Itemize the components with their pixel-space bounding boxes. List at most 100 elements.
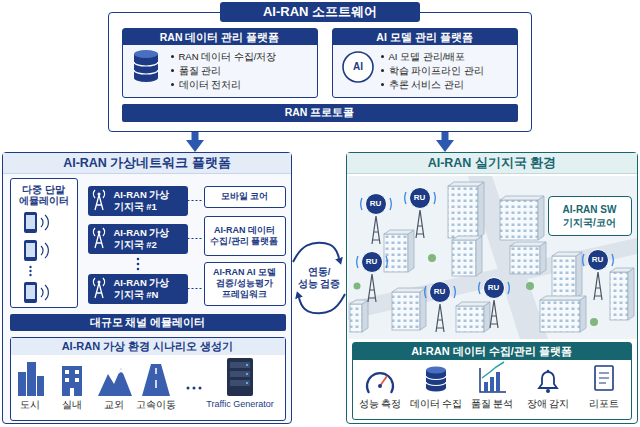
bs-text: AI-RAN 가상 기지국 #N	[114, 277, 185, 301]
city-ground	[348, 176, 637, 339]
label-holder: 장애 감지	[527, 398, 570, 409]
bell-icon	[546, 389, 550, 393]
channel-emulator-band: 대규모 채널 에뮬레이터	[10, 314, 286, 331]
connector-group	[188, 132, 446, 313]
tree	[354, 254, 599, 326]
traffic-generator-rack	[246, 382, 248, 384]
building	[510, 246, 540, 274]
virtual-base-station: AI-RAN 가상 기지국 #N	[88, 274, 188, 304]
antenna-dot	[98, 193, 101, 196]
icon-label: 데이터 수집	[410, 398, 463, 409]
virtual-base-station: AI-RAN 가상 기지국 #2	[88, 224, 188, 254]
antenna-dot	[98, 193, 101, 284]
virtual-base-station: AI-RAN 가상 기지국 #1	[88, 186, 188, 216]
antenna-tower	[368, 274, 376, 302]
sync-arc	[299, 294, 345, 313]
ai-icon	[343, 52, 373, 82]
icon-label: 고속이동	[136, 399, 176, 410]
bs-text: AI-RAN 가상 기지국 #1	[114, 189, 185, 213]
bandtext-text: RAN 프로토콜	[285, 106, 355, 119]
label-holder: 데이터 수집	[410, 398, 463, 409]
building	[510, 242, 546, 246]
ellipsis-dots	[193, 387, 196, 390]
ellipsis-dots	[137, 258, 140, 261]
antenna-icon	[93, 228, 104, 248]
connector	[188, 238, 204, 239]
icon-label: 도시	[20, 399, 40, 410]
building	[476, 236, 482, 276]
ellipsis-dots	[187, 387, 190, 390]
radio-unit-badge: RU	[587, 249, 609, 271]
radio-unit-badge: RU	[483, 277, 505, 299]
label-holder: 품질 분석	[471, 398, 514, 409]
city-icon	[37, 376, 44, 396]
indoor-icon	[62, 366, 82, 396]
core-text: AI-RAN AI 모델 검증/성능평가 프레임워크	[208, 267, 282, 300]
panelhead-text: AI-RAN 가상네트워크 플랫폼	[3, 153, 291, 174]
edge-label: 연동/ 성능 검증	[297, 266, 341, 290]
software-frame: AI-RAN 소프트웨어RAN 데이터 관리 플랫폼RAN 데이터 수집/저장품…	[108, 12, 532, 132]
building	[408, 230, 414, 272]
core-text: AI-RAN 데이터 수집/관리 플랫폼	[208, 225, 282, 247]
antenna-dot	[98, 231, 101, 234]
building	[500, 200, 538, 240]
building	[552, 256, 576, 298]
ru-text: RU	[434, 287, 446, 297]
phone-icon	[24, 240, 37, 261]
icon-label: 품질 분석	[471, 398, 514, 409]
building	[350, 300, 368, 304]
report-icon	[595, 366, 613, 390]
gauge-icon	[367, 373, 393, 393]
indoor-icon	[65, 378, 69, 382]
building	[540, 296, 586, 300]
database-icon	[426, 370, 446, 392]
chart-icon	[480, 362, 506, 392]
band-text: RAN 데이터 관리 플랫폼	[123, 29, 317, 45]
highway-icon	[142, 364, 170, 396]
ru-text: RU	[592, 255, 604, 265]
traffic-generator-rack	[230, 362, 250, 368]
traffic-generator-rack	[230, 380, 250, 386]
ru-text: RU	[488, 283, 500, 293]
city-icon	[18, 362, 44, 396]
connector	[195, 132, 196, 140]
bell-icon	[539, 372, 557, 388]
dotted-link	[188, 200, 204, 201]
building	[384, 230, 414, 234]
bul-text: 추론 서비스 관리	[333, 78, 517, 92]
core-text: 모바일 코어	[221, 191, 269, 202]
connector	[293, 243, 345, 314]
colhead-text: AI-RAN 데이터 수집/관리 플랫폼	[353, 343, 631, 360]
building	[478, 182, 484, 238]
panelhead2-text: AI-RAN 실기지국 환경	[347, 153, 637, 174]
antenna-tower	[372, 216, 380, 244]
suburb-icon	[98, 368, 132, 396]
title-text: AI-RAN 소프트웨어	[220, 2, 420, 22]
label-holder: AI	[353, 61, 363, 73]
term-text: 다중 단말 에뮬레이터	[11, 184, 77, 208]
connector	[445, 132, 446, 140]
building	[610, 268, 634, 272]
building	[452, 236, 482, 240]
platform-box: RAN 데이터 관리 플랫폼RAN 데이터 수집/저장품질 관리데이터 전처리	[122, 28, 318, 98]
label-holder: 성능 측정	[359, 398, 402, 409]
building	[484, 302, 490, 332]
traffic-generator-rack	[230, 371, 250, 377]
phone-icon	[26, 243, 35, 257]
suburb-icon	[98, 368, 132, 396]
indoor-icon	[75, 378, 79, 382]
ai-icon	[343, 52, 373, 82]
icon-label: 교외	[104, 399, 124, 410]
building	[420, 288, 426, 330]
sw-base-station-box: AI-RAN SW 기지국/코어	[548, 196, 632, 236]
antenna-tower	[594, 272, 602, 300]
chart-icon	[482, 362, 504, 378]
building	[350, 304, 362, 332]
road	[348, 176, 637, 339]
building	[610, 272, 628, 320]
ru-text: RU	[370, 199, 382, 209]
database-icon	[134, 62, 158, 74]
building	[452, 240, 476, 276]
